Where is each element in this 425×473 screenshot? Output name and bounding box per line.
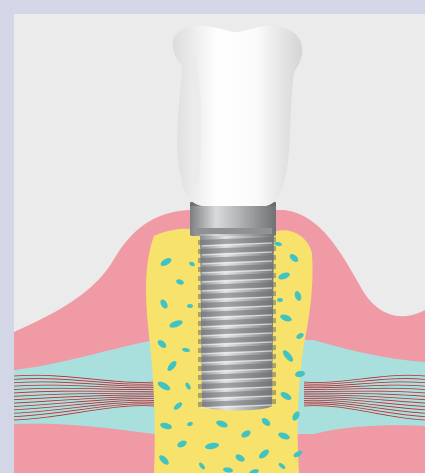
bone-pore	[187, 304, 193, 308]
abutment-icon	[190, 202, 276, 236]
bone-pore	[277, 298, 283, 302]
implant-screw-icon	[198, 232, 276, 411]
dental-implant-illustration	[14, 14, 425, 473]
dental-crown-icon	[173, 26, 303, 206]
illustration-panel	[14, 14, 425, 473]
